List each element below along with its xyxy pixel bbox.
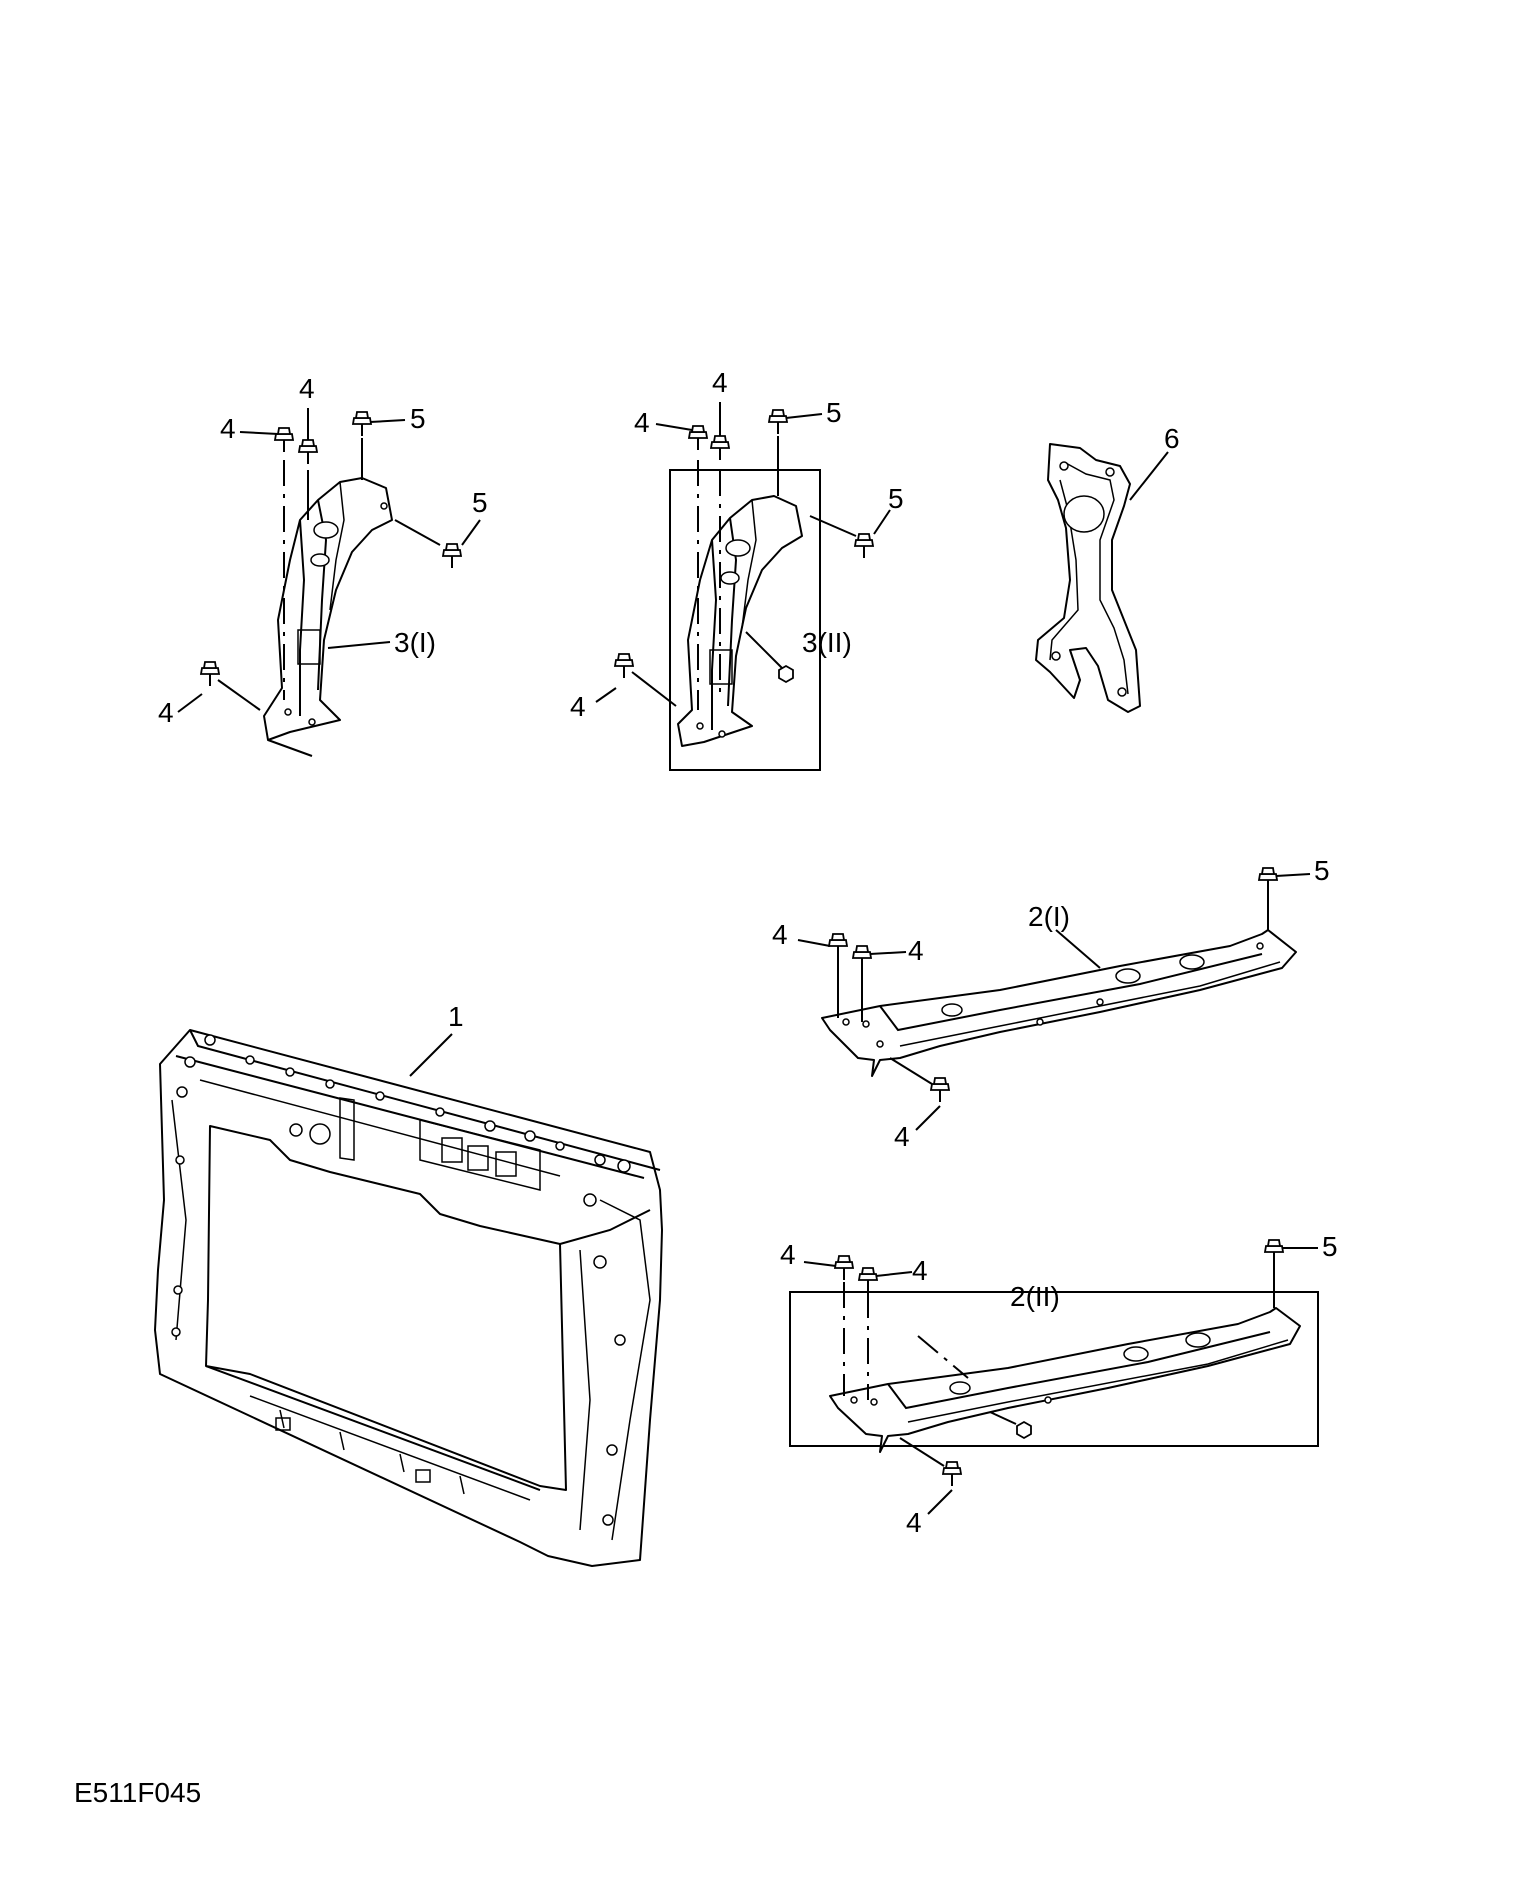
fasteners-crossbar-lower (803, 1239, 1318, 1515)
callout-frame-part: 1 (448, 1001, 464, 1032)
callout-crossbar-upper-bolt-left-b: 4 (908, 935, 924, 966)
callout-crossbar-lower-part: 2(II) (1010, 1281, 1060, 1312)
fasteners-upright-left (177, 408, 481, 713)
callout-upright-left-bolt-b: 4 (299, 373, 315, 404)
callout-upright-left-bolt-c: 5 (410, 403, 426, 434)
callout-crossbar-lower-bolt-left-b: 4 (912, 1255, 928, 1286)
callout-crossbar-lower-bolt-left-a: 4 (780, 1239, 796, 1270)
callout-plate-part: 6 (1164, 423, 1180, 454)
callout-upright-left-bottom-bolt: 4 (158, 697, 174, 728)
reinforcement-plate (1035, 443, 1141, 713)
callout-upright-left-bolt-a: 4 (220, 413, 236, 444)
callout-crossbar-upper-bolt-left-a: 4 (772, 919, 788, 950)
callout-crossbar-lower-bolt-right: 5 (1322, 1231, 1338, 1262)
radiator-support-frame (154, 1029, 663, 1567)
callout-crossbar-upper-part: 2(I) (1028, 901, 1070, 932)
fasteners-upright-right (595, 402, 891, 710)
callout-upright-right-side-bolt: 5 (888, 483, 904, 514)
crossbar-upper (821, 929, 1297, 1077)
callout-upright-right-bolt-a: 4 (634, 407, 650, 438)
callout-crossbar-lower-bolt-bottom: 4 (906, 1507, 922, 1538)
callout-upright-left-part: 3(I) (394, 627, 436, 658)
callout-upright-right-part: 3(II) (802, 627, 852, 658)
leader-plate (1129, 451, 1169, 501)
crossbar-lower (789, 1291, 1319, 1453)
callout-upright-left-side-bolt: 5 (472, 487, 488, 518)
callout-crossbar-upper-bolt-right: 5 (1314, 855, 1330, 886)
upright-bracket-right (669, 469, 821, 771)
callout-upright-right-bolt-b: 4 (712, 367, 728, 398)
fasteners-crossbar-upper (797, 867, 1311, 1131)
leader-frame (409, 1033, 453, 1077)
callout-upright-right-bottom-bolt: 4 (570, 691, 586, 722)
diagram-code: E511F045 (74, 1777, 201, 1808)
callout-crossbar-upper-bolt-bottom: 4 (894, 1121, 910, 1152)
upright-bracket-left (263, 477, 393, 757)
callout-upright-right-bolt-c: 5 (826, 397, 842, 428)
